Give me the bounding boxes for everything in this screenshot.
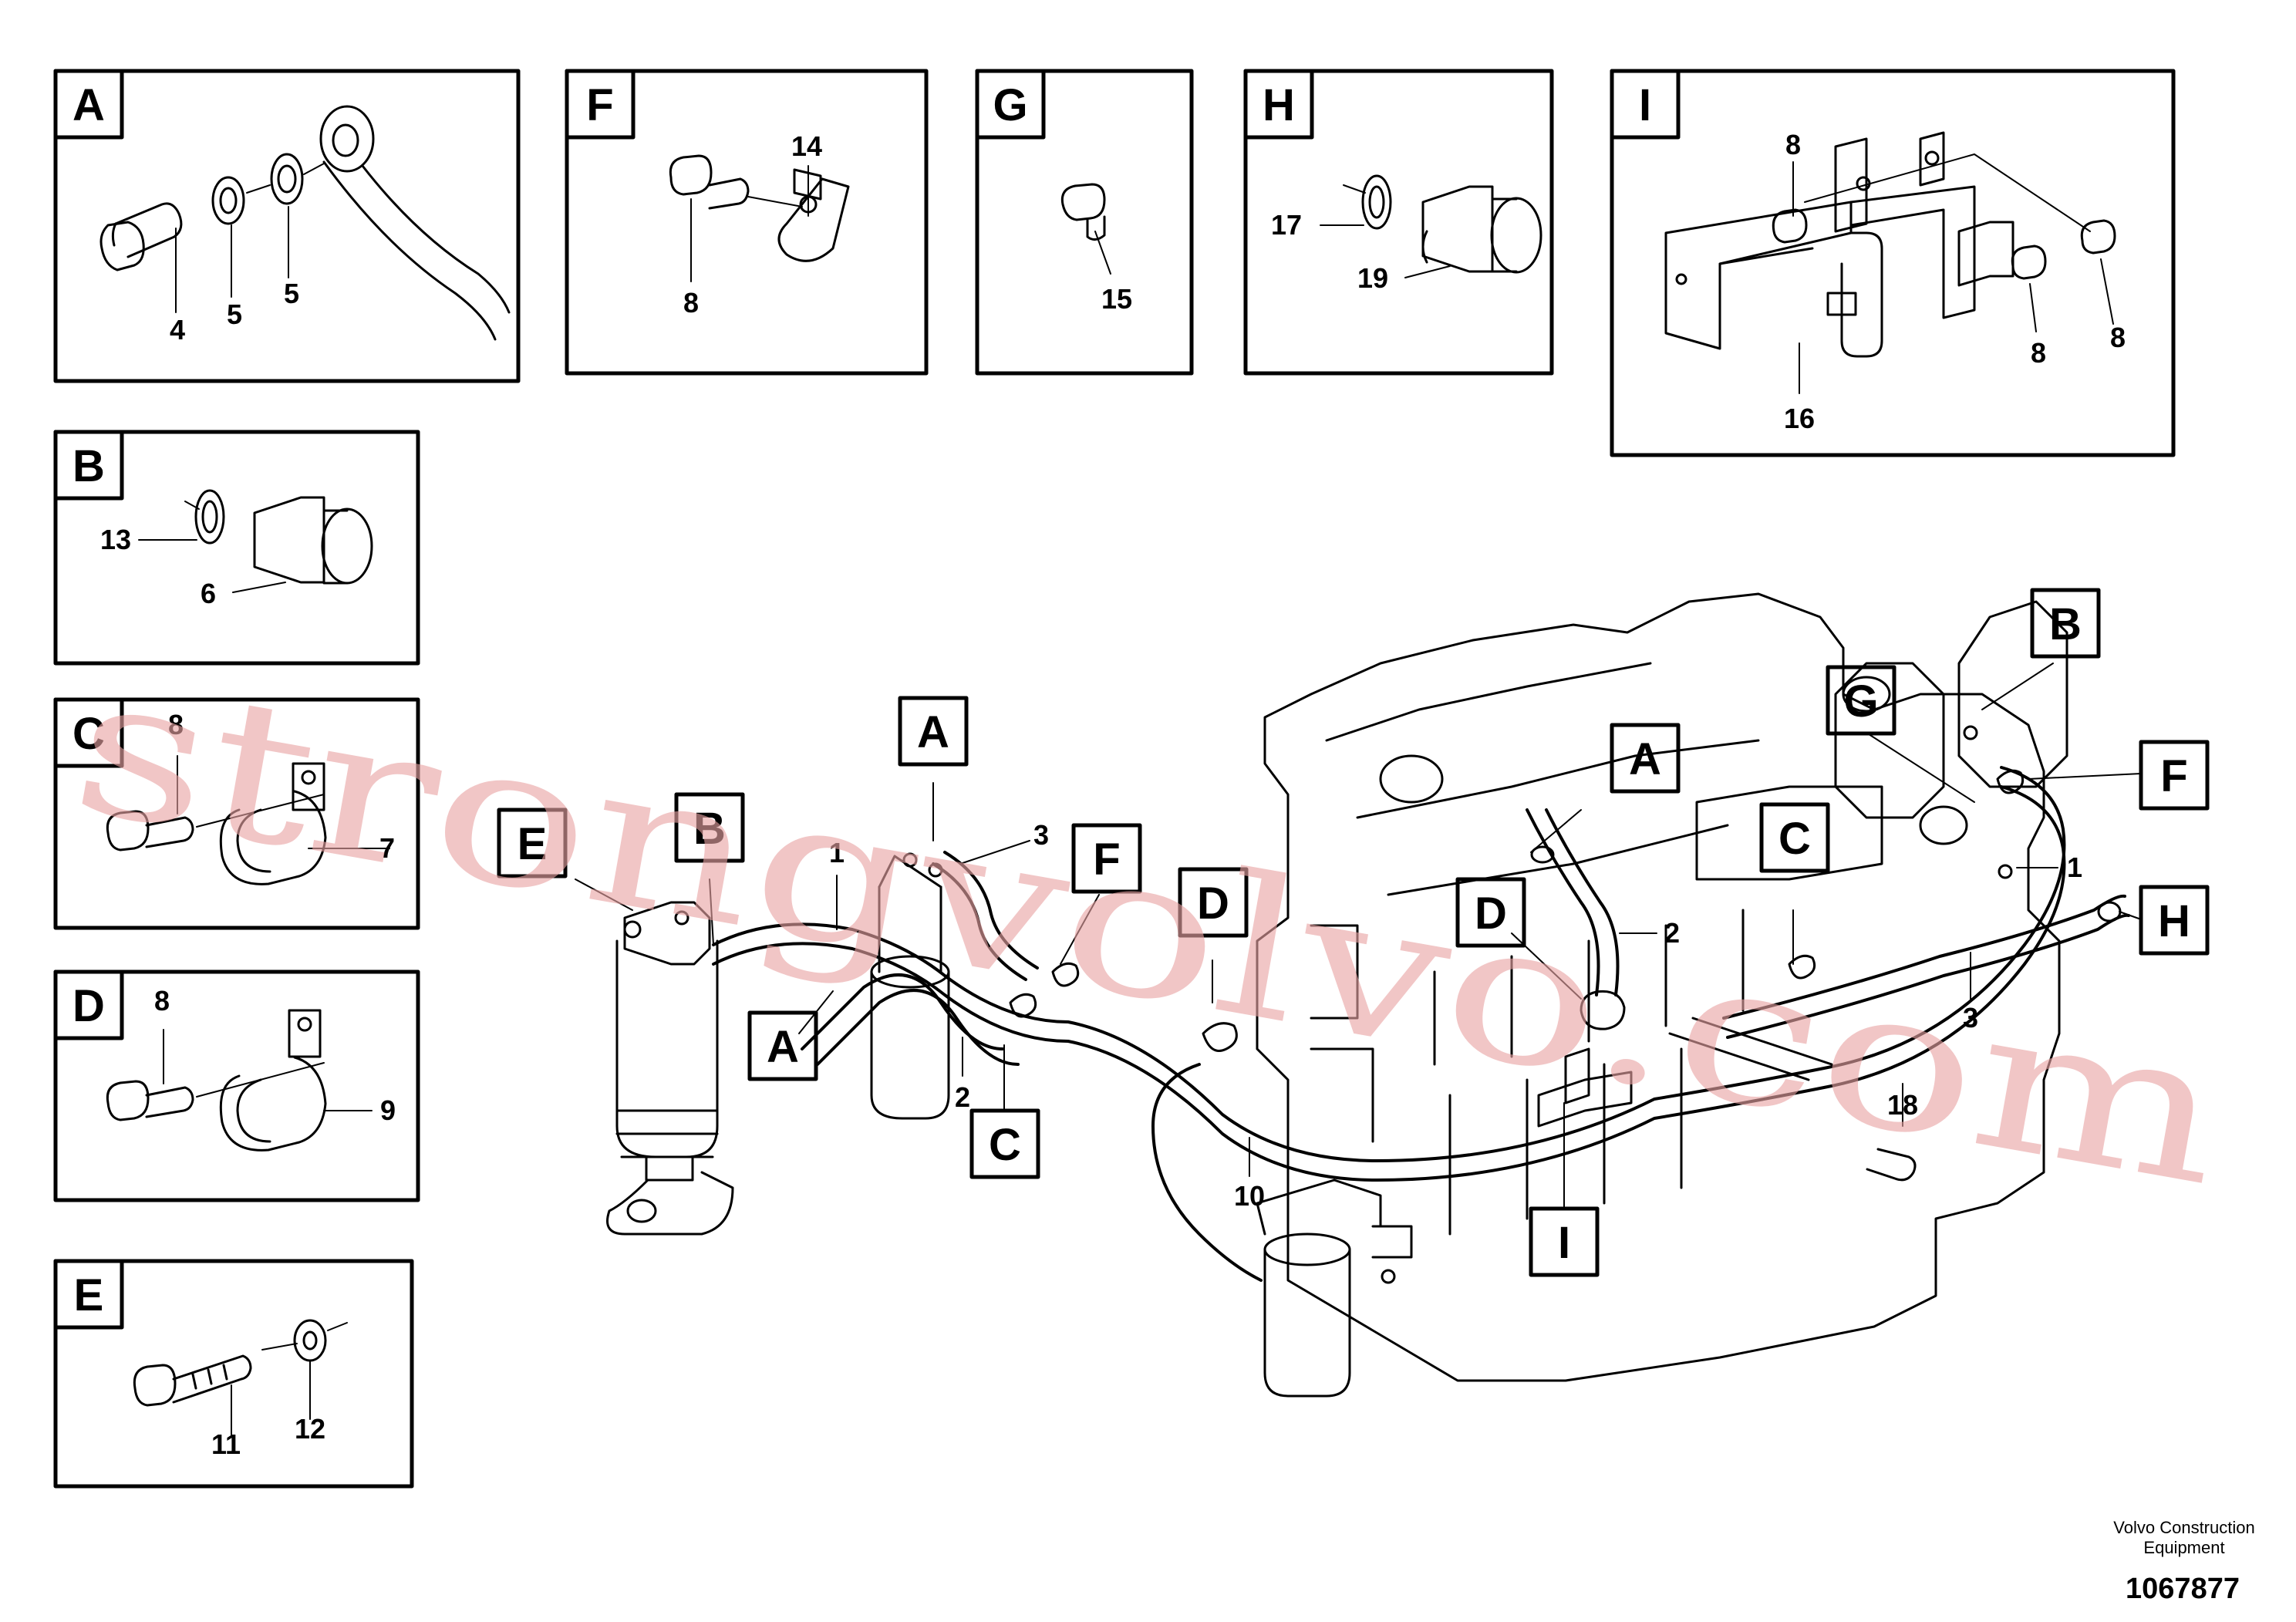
callout-letter: E — [518, 819, 548, 869]
detail-panel-b — [53, 430, 420, 666]
detail-panel-i — [1610, 69, 2176, 457]
detail-panel-a — [53, 69, 521, 383]
part-number: 7 — [379, 832, 395, 864]
company-name-line2: Equipment — [2143, 1538, 2224, 1557]
panel-letter: D — [72, 981, 105, 1031]
panel-letter: I — [1639, 80, 1651, 130]
detail-panel-c — [53, 697, 420, 930]
part-number: 15 — [1101, 283, 1132, 315]
part-number: 11 — [211, 1428, 241, 1460]
part-number: 2 — [955, 1081, 970, 1113]
part-number: 8 — [2031, 337, 2046, 369]
detail-panel-g — [975, 69, 1194, 376]
callout-letter: H — [2158, 896, 2190, 946]
detail-panel-letters: A F G H I B C D E — [72, 80, 1651, 1320]
drawing-number: 1067877 — [2126, 1573, 2240, 1605]
detail-panel-d — [53, 969, 420, 1202]
panel-letter: H — [1263, 80, 1295, 130]
part-number: 5 — [227, 298, 242, 330]
part-number: 6 — [201, 578, 216, 609]
part-number: 16 — [1784, 403, 1815, 434]
part-number: 4 — [170, 314, 185, 346]
part-number: 5 — [284, 278, 299, 309]
part-number: 8 — [168, 709, 184, 740]
main-callout-letters: E B A F D A C D A C G B F H I — [518, 599, 2190, 1268]
company-name-line1: Volvo Construction — [2113, 1518, 2254, 1537]
main-part-numbers: 1 3 2 10 2 1 3 18 — [829, 819, 2082, 1212]
detail-panel-e — [53, 1259, 414, 1489]
panel-letter: A — [72, 80, 105, 130]
part-number: 18 — [1887, 1089, 1918, 1121]
callout-letter: A — [767, 1022, 799, 1072]
part-number: 13 — [100, 524, 131, 555]
part-number: 19 — [1357, 262, 1388, 294]
part-number: 8 — [683, 287, 699, 319]
callout-letter: A — [1629, 734, 1661, 784]
panel-letter: B — [72, 441, 105, 491]
callout-letter: C — [1778, 814, 1811, 864]
callout-letter: B — [2049, 599, 2082, 649]
part-number: 12 — [295, 1413, 325, 1445]
callout-letter: F — [1093, 835, 1120, 885]
callout-letter: I — [1558, 1218, 1570, 1268]
part-number: 3 — [1963, 1002, 1978, 1034]
callout-letter: D — [1475, 889, 1507, 939]
callout-boxes — [497, 588, 2210, 1277]
panel-letter: G — [993, 80, 1027, 130]
detail-panel-part-numbers: 4 5 5 14 8 15 17 19 8 8 8 16 13 6 8 7 8 … — [100, 129, 2126, 1460]
main-assembly — [575, 592, 2142, 1398]
callout-letter: F — [2160, 751, 2187, 801]
footer: Volvo Construction Equipment 1067877 — [2113, 1518, 2254, 1605]
detail-panel-f — [565, 69, 929, 376]
panel-letter: F — [586, 80, 613, 130]
part-number: 1 — [2067, 851, 2082, 883]
part-number: 9 — [380, 1094, 396, 1126]
part-number: 8 — [2110, 322, 2126, 353]
part-number: 2 — [1664, 917, 1680, 949]
callout-letter: A — [917, 707, 949, 757]
panel-letter: E — [74, 1270, 104, 1320]
part-number: 3 — [1033, 819, 1049, 851]
part-number: 8 — [1785, 129, 1801, 160]
callout-letter: G — [1843, 676, 1878, 727]
callout-letter: C — [989, 1120, 1021, 1170]
callout-letter: D — [1197, 878, 1229, 929]
callout-letter: B — [693, 804, 726, 854]
panel-letter: C — [72, 709, 105, 759]
part-number: 14 — [791, 130, 822, 162]
part-number: 17 — [1271, 209, 1302, 241]
part-number: 8 — [154, 985, 170, 1017]
part-number: 10 — [1234, 1180, 1265, 1212]
detail-panel-h — [1243, 69, 1554, 376]
part-number: 1 — [829, 837, 845, 868]
